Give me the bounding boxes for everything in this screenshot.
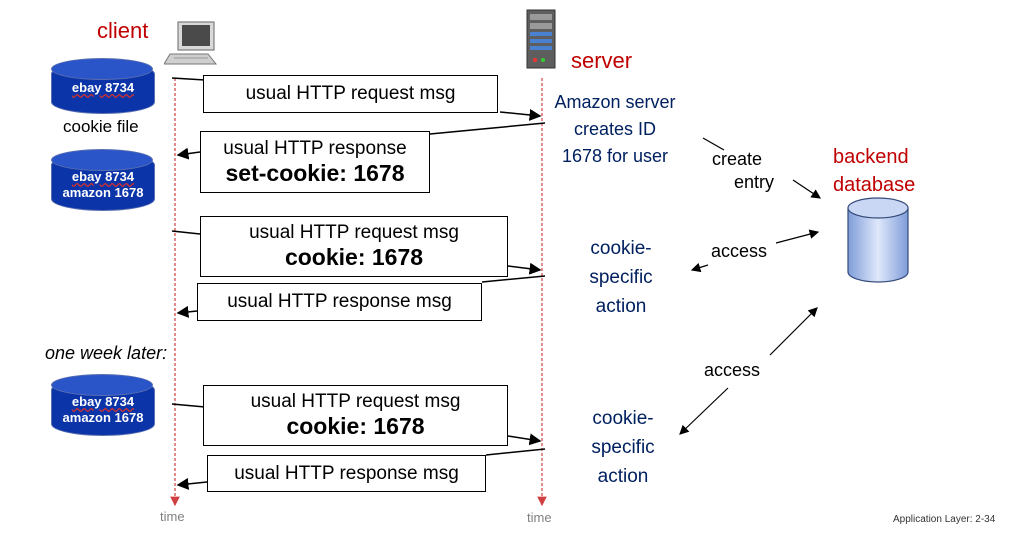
server-note: Amazon server creates ID 1678 for user bbox=[554, 92, 676, 166]
create-entry-label: create entry bbox=[712, 149, 775, 192]
db2-entry-2: amazon 1678 bbox=[62, 185, 144, 200]
server-tower-icon bbox=[526, 9, 556, 69]
arrow-response-1 bbox=[429, 122, 546, 135]
access-arrow-2b bbox=[679, 387, 729, 435]
create-entry-arrow-a bbox=[702, 137, 725, 151]
access-arrow-2a bbox=[769, 307, 818, 356]
message-request-1: usual HTTP request msg bbox=[203, 75, 498, 113]
client-label: client bbox=[97, 18, 149, 43]
access-arrow-1b bbox=[690, 262, 709, 273]
backend-database-label: backend database bbox=[833, 146, 916, 196]
access-label-1: access bbox=[711, 241, 768, 261]
arrow-response-2 bbox=[481, 275, 546, 283]
cookie-file-label: cookie file bbox=[63, 117, 139, 136]
arrow-request-3 bbox=[171, 403, 206, 408]
arrow-response-3 bbox=[485, 448, 546, 456]
db1-entry-1: ebay 8734 bbox=[71, 80, 135, 95]
access-arrow-1a bbox=[775, 229, 820, 244]
db3-entry-2: amazon 1678 bbox=[62, 410, 144, 425]
cookie-specific-action-2: cookie- specific action bbox=[591, 408, 655, 487]
slide-footer: Application Layer: 2-34 bbox=[893, 514, 996, 525]
server-label: server bbox=[571, 48, 633, 73]
create-entry-arrow-b bbox=[792, 179, 821, 199]
server-time-label: time bbox=[527, 510, 552, 525]
database-cylinder-icon bbox=[847, 197, 909, 283]
laptop-icon bbox=[164, 21, 218, 65]
one-week-later-label: one week later: bbox=[45, 343, 168, 363]
cookie-specific-action-1: cookie- specific action bbox=[589, 238, 653, 317]
access-label-2: access bbox=[704, 360, 761, 380]
db2-entry-1: ebay 8734 bbox=[71, 169, 135, 184]
arrow-request-1 bbox=[171, 77, 206, 81]
cookie-file-db-1: ebay 8734 bbox=[51, 58, 155, 114]
db3-entry-1: ebay 8734 bbox=[71, 394, 135, 409]
message-response-3: usual HTTP response msg bbox=[207, 455, 486, 492]
message-response-2: usual HTTP response msg bbox=[197, 283, 482, 321]
arrow-request-2 bbox=[171, 230, 201, 235]
client-time-label: time bbox=[160, 509, 185, 524]
